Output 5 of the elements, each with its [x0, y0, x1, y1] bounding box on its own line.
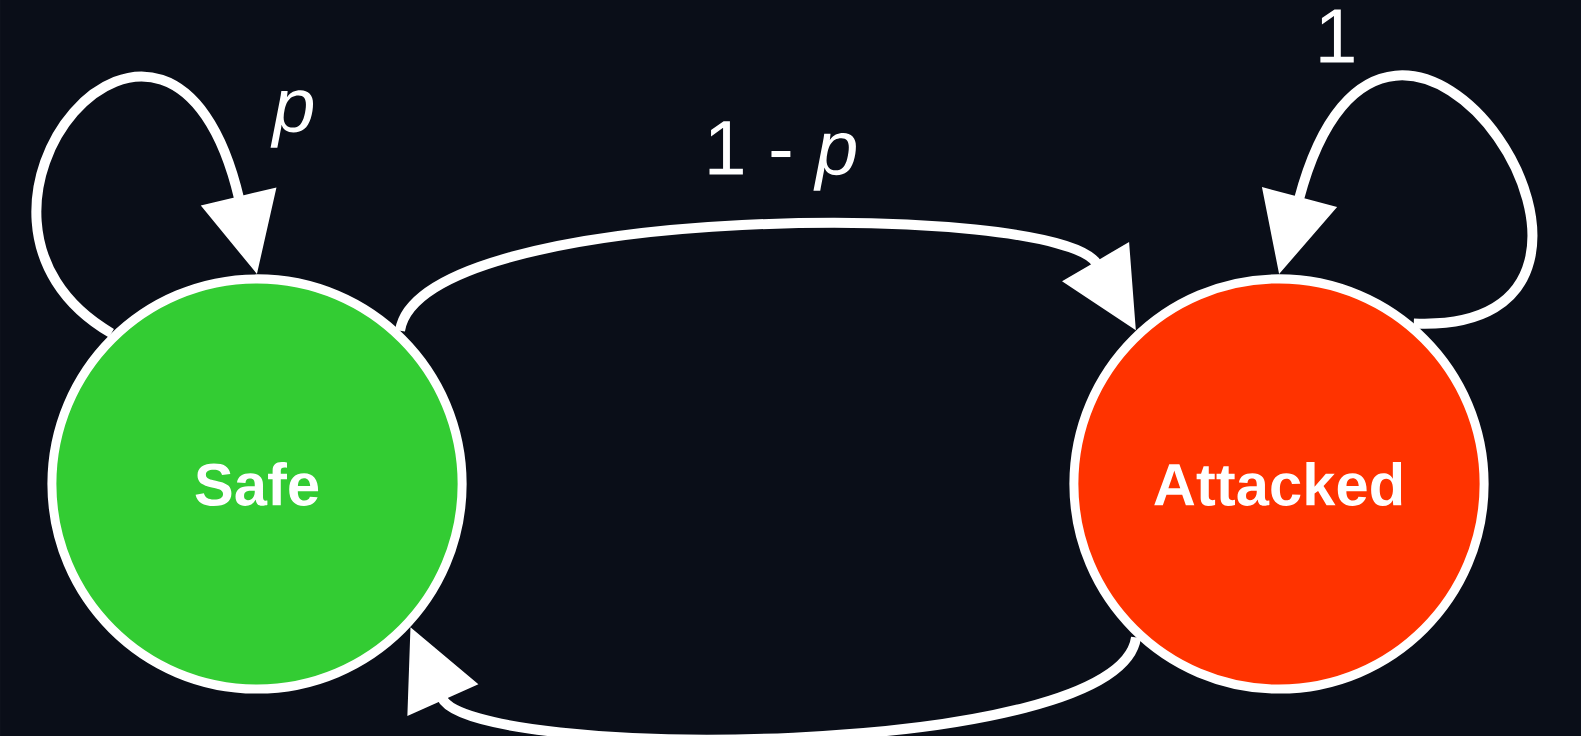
arrow — [395, 217, 1136, 334]
arrow — [31, 72, 277, 338]
edge-label: 1 - p — [709, 121, 856, 191]
edge-label: p — [270, 90, 314, 148]
edge-label: 1 — [1320, 9, 1354, 63]
